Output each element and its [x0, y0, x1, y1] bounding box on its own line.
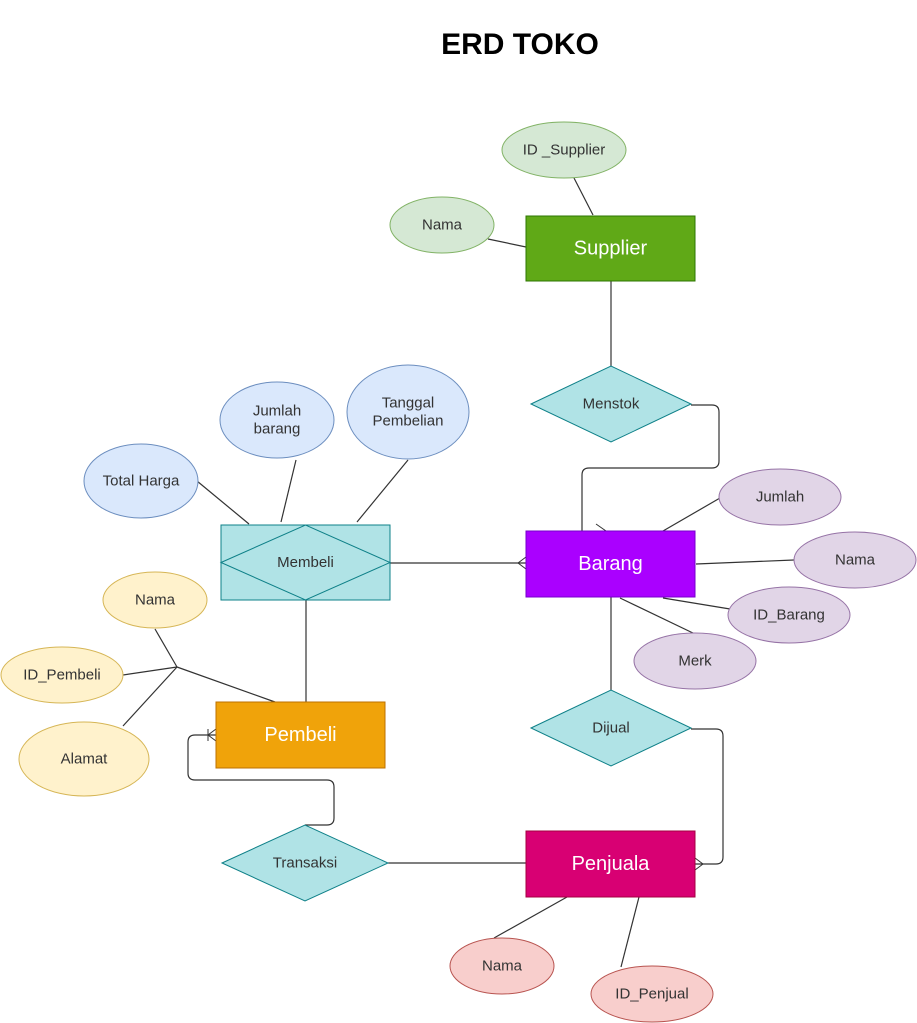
attribute-ellipse[interactable]	[346, 364, 470, 460]
attribute-ellipse[interactable]	[102, 571, 208, 629]
relationship-transaksi[interactable]: Transaksi	[220, 824, 390, 902]
entity-box[interactable]	[525, 530, 696, 598]
relationship-membeli[interactable]: Membeli	[219, 524, 392, 601]
attribute-sup_nama[interactable]: Nama	[389, 196, 495, 254]
connector-transaksi-pembeli	[187, 734, 335, 826]
associative-entity-box[interactable]	[220, 524, 391, 601]
attribute-label: Merk	[678, 653, 712, 670]
attribute-ellipse[interactable]	[633, 632, 757, 690]
entity-box[interactable]	[215, 701, 386, 769]
connector-attr-br_merk	[619, 597, 696, 635]
relationship-diamond[interactable]	[529, 689, 693, 767]
connector-attr-pb_alamat	[122, 666, 178, 727]
entity-label: Penjuala	[572, 853, 651, 875]
attribute-label: Nama	[835, 552, 876, 569]
attribute-br_id[interactable]: ID_Barang	[727, 586, 851, 644]
attribute-sup_id[interactable]: ID _Supplier	[501, 121, 627, 179]
entity-pembeli[interactable]: Pembeli	[215, 701, 386, 769]
attribute-label: Nama	[135, 592, 176, 609]
connector-attr-pj_nama	[493, 896, 568, 939]
attribute-ellipse[interactable]	[449, 937, 555, 995]
attribute-ellipse[interactable]	[590, 965, 714, 1023]
attribute-label: ID_Penjual	[615, 986, 688, 1003]
connector-attr-mb_total	[196, 480, 250, 525]
attribute-ellipse[interactable]	[389, 196, 495, 254]
relationship-menstok[interactable]: Menstok	[529, 365, 693, 443]
attribute-br_jumlah[interactable]: Jumlah	[718, 468, 842, 526]
attribute-br_merk[interactable]: Merk	[633, 632, 757, 690]
attribute-label: ID_Barang	[753, 607, 825, 624]
attribute-label: barang	[254, 421, 301, 438]
attribute-label: ID _Supplier	[523, 142, 606, 159]
connector-attr-sup_id	[573, 177, 594, 216]
relationship-diamond[interactable]	[529, 365, 693, 443]
attribute-pb_alamat[interactable]: Alamat	[18, 721, 150, 797]
attribute-label: Jumlah	[756, 489, 804, 506]
attribute-label: Tanggal	[382, 395, 435, 412]
connector-attr-br_jumlah	[662, 497, 721, 532]
entity-supplier[interactable]: Supplier	[525, 215, 696, 282]
connector-menstok-barang	[581, 404, 720, 531]
attribute-mb_total[interactable]: Total Harga	[83, 443, 199, 519]
entity-barang[interactable]: Barang	[525, 530, 696, 598]
connector-attr-mb_jumlah	[280, 459, 297, 523]
connector-attr-br_id	[662, 597, 731, 610]
connector-dijual-penjuala	[691, 728, 724, 865]
attribute-ellipse[interactable]	[501, 121, 627, 179]
relationship-label: Menstok	[583, 396, 640, 413]
attribute-label: Total Harga	[103, 473, 180, 490]
attribute-ellipse[interactable]	[18, 721, 150, 797]
attribute-label: Nama	[482, 958, 523, 975]
attribute-ellipse[interactable]	[219, 381, 335, 459]
connector-attr-pb_nama	[154, 628, 178, 668]
attribute-br_nama[interactable]: Nama	[793, 531, 917, 589]
attribute-label: Pembelian	[373, 413, 444, 430]
attribute-ellipse[interactable]	[793, 531, 917, 589]
connector-attr-pb_id	[122, 666, 178, 676]
relationship-label: Membeli	[277, 554, 334, 571]
attribute-pb_nama[interactable]: Nama	[102, 571, 208, 629]
attribute-label: Alamat	[61, 751, 109, 768]
entity-box[interactable]	[525, 215, 696, 282]
attribute-label: ID_Pembeli	[23, 667, 101, 684]
attribute-ellipse[interactable]	[0, 646, 124, 704]
connector-pembeli-attr-hub	[176, 666, 276, 703]
entity-label: Pembeli	[264, 724, 336, 746]
attribute-ellipse[interactable]	[718, 468, 842, 526]
relationship-diamond	[219, 524, 392, 601]
connector-layer	[122, 177, 795, 968]
attribute-pj_id[interactable]: ID_Penjual	[590, 965, 714, 1023]
diagram-title: ERD TOKO	[441, 28, 599, 61]
attribute-ellipse[interactable]	[727, 586, 851, 644]
connector-attr-mb_tanggal	[356, 459, 409, 523]
entity-label: Supplier	[574, 238, 648, 260]
attribute-pj_nama[interactable]: Nama	[449, 937, 555, 995]
relationship-label: Dijual	[592, 720, 630, 737]
attribute-pb_id[interactable]: ID_Pembeli	[0, 646, 124, 704]
entity-penjuala[interactable]: Penjuala	[525, 830, 696, 898]
crowfoot-icon	[207, 728, 217, 742]
relationship-label: Transaksi	[273, 855, 337, 872]
attribute-label: Jumlah	[253, 403, 301, 420]
crowfoot-icon	[517, 556, 527, 570]
connector-attr-br_nama	[695, 559, 795, 565]
entity-label: Barang	[578, 553, 643, 575]
connector-attr-pj_id	[620, 896, 640, 968]
crowfoot-icon	[694, 857, 704, 871]
connector-attr-sup_nama	[487, 238, 527, 248]
relationship-dijual[interactable]: Dijual	[529, 689, 693, 767]
attribute-label: Nama	[422, 217, 463, 234]
attribute-ellipse[interactable]	[83, 443, 199, 519]
entity-box[interactable]	[525, 830, 696, 898]
relationship-diamond[interactable]	[220, 824, 390, 902]
